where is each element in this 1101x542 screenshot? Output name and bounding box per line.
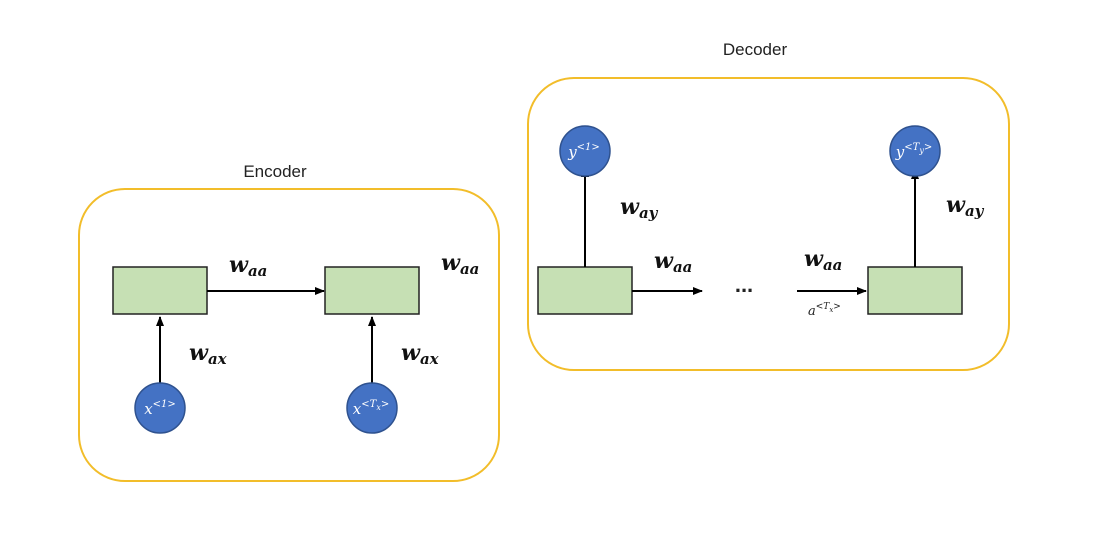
decoder-w-aa-label-2: waa: [804, 246, 842, 274]
encoder-title: Encoder: [243, 162, 307, 181]
encoder-input-node-1: [134, 382, 186, 434]
decoder-output-node-1: [559, 125, 611, 177]
decoder-hidden-tx-label: a<Tx>: [808, 302, 841, 319]
encoder-cell-2: [324, 266, 420, 315]
decoder-output-node-1-label: y<1>: [567, 142, 600, 161]
decoder-w-aa-label-1: waa: [654, 248, 692, 276]
decoder-output-node-ty-label: y<Ty>: [895, 142, 932, 161]
encoder-input-node-tx: [346, 382, 398, 434]
decoder-ellipsis: ...: [735, 272, 753, 297]
decoder-container: [527, 77, 1010, 371]
decoder-title: Decoder: [723, 40, 788, 59]
encoder-input-node-1-label: x<1>: [144, 399, 176, 418]
decoder-cell-1: [537, 266, 633, 315]
encoder-input-node-tx-label: x<Tx>: [353, 399, 389, 418]
encoder-container: [78, 188, 500, 482]
decoder-w-ay-label-2: way: [946, 192, 985, 220]
decoder-cell-ty: [867, 266, 963, 315]
encoder-w-aa-right-label: waa: [441, 250, 479, 278]
decoder-output-node-ty: [889, 125, 941, 177]
encoder-cell-1: [112, 266, 208, 315]
decoder-w-ay-label-1: way: [620, 194, 659, 222]
encoder-w-aa-label: waa: [229, 252, 267, 280]
encoder-w-ax-label-1: wax: [189, 340, 228, 368]
encoder-w-ax-label-2: wax: [401, 340, 440, 368]
